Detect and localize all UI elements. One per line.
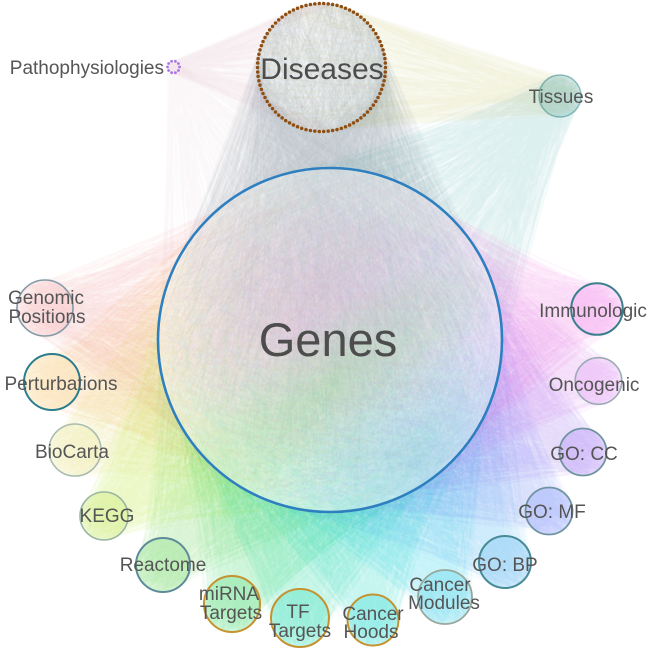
- svg-text:Pathophysiologies: Pathophysiologies: [10, 58, 164, 79]
- svg-text:KEGG: KEGG: [80, 506, 135, 527]
- svg-text:Perturbations: Perturbations: [4, 374, 117, 395]
- svg-text:GO: CC: GO: CC: [550, 444, 618, 465]
- svg-text:Modules: Modules: [408, 593, 480, 614]
- svg-text:GO: MF: GO: MF: [518, 502, 586, 523]
- svg-text:Oncogenic: Oncogenic: [549, 375, 640, 396]
- svg-text:miRNA: miRNA: [199, 584, 259, 605]
- svg-text:GO: BP: GO: BP: [472, 555, 537, 576]
- svg-text:Hoods: Hoods: [344, 622, 399, 643]
- svg-text:Tissues: Tissues: [529, 87, 594, 108]
- svg-text:Targets: Targets: [200, 603, 262, 624]
- svg-text:Genes: Genes: [259, 313, 397, 366]
- svg-text:Immunologic: Immunologic: [539, 301, 647, 322]
- svg-text:Diseases: Diseases: [260, 53, 383, 86]
- svg-text:Targets: Targets: [269, 621, 331, 642]
- svg-text:TF: TF: [286, 602, 309, 623]
- svg-text:Reactome: Reactome: [120, 555, 207, 576]
- svg-text:Cancer: Cancer: [409, 575, 471, 596]
- svg-text:Genomic: Genomic: [8, 288, 84, 309]
- svg-text:Cancer: Cancer: [342, 604, 404, 625]
- svg-text:BioCarta: BioCarta: [35, 442, 109, 463]
- svg-text:Positions: Positions: [8, 307, 85, 328]
